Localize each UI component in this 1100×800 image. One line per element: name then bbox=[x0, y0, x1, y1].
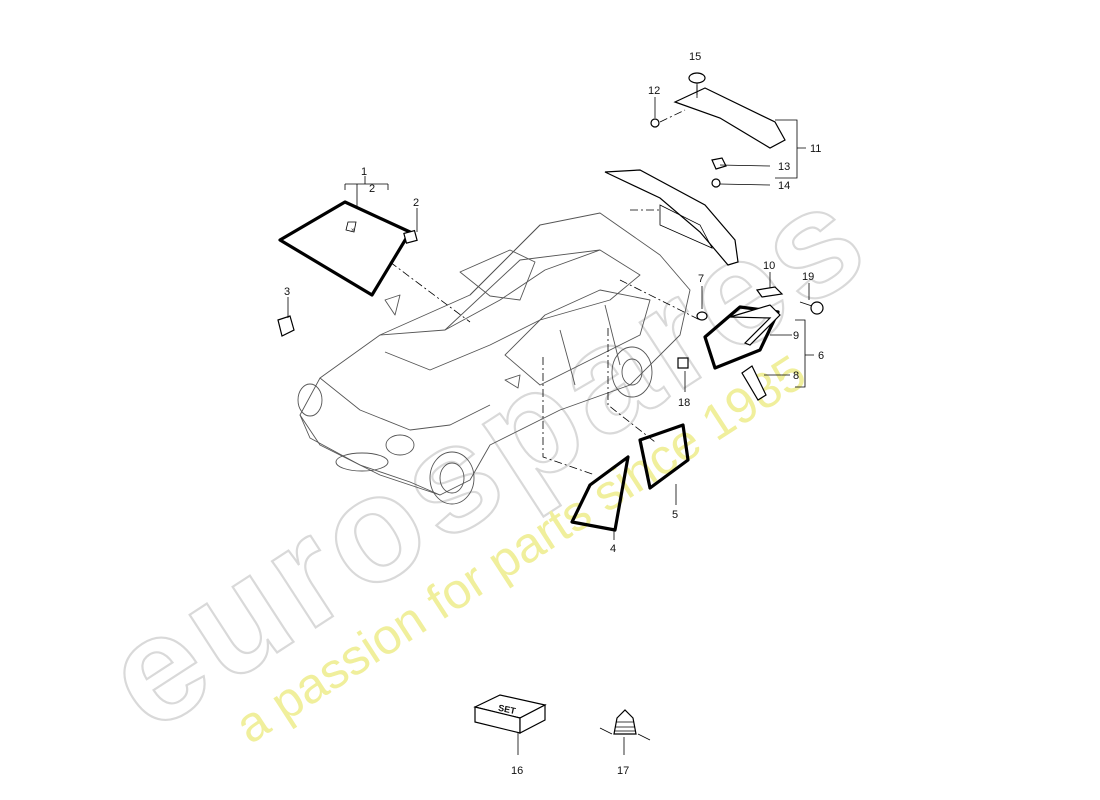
callout-7: 7 bbox=[698, 273, 704, 285]
kit-box-label: SET bbox=[497, 703, 517, 717]
rear-door-glass bbox=[638, 423, 690, 490]
callout-9: 9 bbox=[793, 330, 799, 342]
callout-11: 11 bbox=[810, 143, 821, 155]
windscreen-marking: × bbox=[351, 228, 355, 234]
callout-14: 14 bbox=[778, 180, 790, 192]
rear-window-glass bbox=[604, 169, 739, 266]
leader-lines bbox=[287, 85, 814, 540]
screw-part-19 bbox=[799, 301, 824, 315]
callout-2: 2 bbox=[413, 197, 419, 209]
front-door-glass bbox=[570, 455, 630, 532]
nut-part-14 bbox=[711, 178, 721, 188]
assembly-lines bbox=[389, 109, 701, 476]
callout-13: 13 bbox=[778, 161, 790, 173]
trim-strip-8 bbox=[741, 365, 767, 401]
callout-4: 4 bbox=[610, 543, 616, 555]
callout-16: 16 bbox=[511, 765, 523, 777]
callout-8: 8 bbox=[793, 370, 799, 382]
callout-5: 5 bbox=[672, 509, 678, 521]
callout-19: 19 bbox=[802, 271, 814, 283]
grommet-part-7 bbox=[696, 311, 708, 321]
callout-labels: 1 2 2 3 4 5 6 7 8 9 10 11 12 13 14 15 16… bbox=[284, 51, 824, 777]
nut-part-12 bbox=[650, 118, 660, 128]
sealant-tube bbox=[599, 709, 651, 755]
callout-17: 17 bbox=[617, 765, 629, 777]
rear-spoiler bbox=[673, 87, 786, 149]
watermark-brand: eurospares bbox=[76, 148, 896, 762]
watermark: eurospares a passion for parts since 198… bbox=[75, 147, 897, 763]
callout-1: 1 bbox=[361, 166, 367, 178]
callout-6: 6 bbox=[818, 350, 824, 362]
bolt-part-13 bbox=[711, 157, 727, 170]
bracket-part-10 bbox=[755, 286, 784, 298]
callout-18: 18 bbox=[678, 397, 690, 409]
callout-2-windscreen: 2 bbox=[369, 183, 375, 195]
callout-15: 15 bbox=[689, 51, 701, 63]
clip-part-18 bbox=[677, 357, 689, 369]
sensor-bracket bbox=[403, 229, 418, 244]
vehicle-outline bbox=[297, 212, 691, 505]
kit-box: SET bbox=[473, 694, 547, 755]
callout-12: 12 bbox=[648, 85, 660, 97]
quarter-window bbox=[703, 305, 780, 370]
clip-part bbox=[277, 315, 295, 337]
callout-10: 10 bbox=[763, 260, 775, 272]
callout-3: 3 bbox=[284, 286, 290, 298]
windscreen: × bbox=[278, 200, 412, 297]
window-seal-9 bbox=[729, 304, 781, 346]
